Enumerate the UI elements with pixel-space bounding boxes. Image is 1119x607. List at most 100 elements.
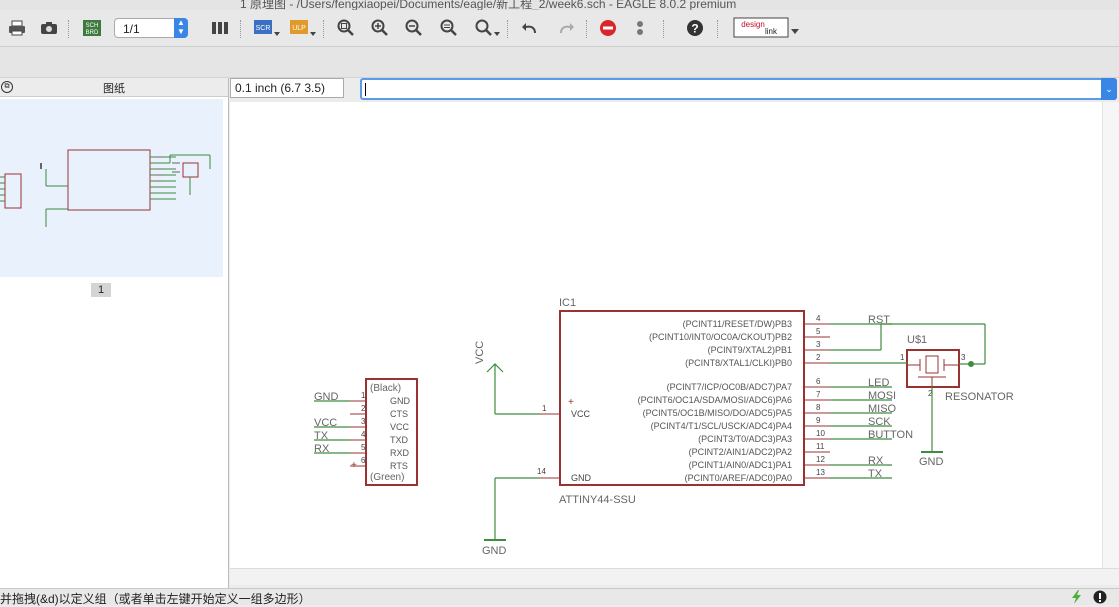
sheet-selector[interactable]: 1/1 ▲▼ (114, 18, 188, 38)
ftdi-connector-body[interactable] (365, 378, 418, 486)
svg-text:ULP: ULP (292, 25, 306, 32)
zoom-fit-icon[interactable] (334, 17, 358, 39)
stop-icon[interactable] (596, 17, 620, 39)
zoom-select-icon[interactable] (474, 17, 502, 39)
ftdi-pin-number: 1 (361, 391, 366, 400)
resonator-name: U$1 (907, 334, 927, 346)
camera-icon[interactable] (37, 17, 61, 39)
svg-text:design: design (741, 20, 765, 29)
ftdi-pin-number: 4 (361, 430, 366, 439)
ic1-pin-number: 11 (816, 442, 825, 451)
sheets-panel-title: 图纸 (103, 83, 125, 95)
sheet-stepper-icon[interactable]: ▲▼ (174, 18, 188, 38)
command-history-dropdown-icon[interactable]: ⌄ (1101, 78, 1117, 100)
net-label: BUTTON (868, 429, 913, 441)
svg-text:SCR: SCR (256, 25, 271, 32)
ic1-pin-name: (PCINT9/XTAL2)PB1 (708, 345, 792, 355)
zoom-out-icon[interactable] (402, 17, 426, 39)
sheets-panel: ⧉ 图纸 (0, 78, 229, 588)
ic1-pin-name: (PCINT3/T0/ADC3)PA3 (698, 434, 792, 444)
vcc-supply-label: VCC (474, 341, 486, 364)
ic1-pin-14-number: 14 (537, 467, 546, 476)
ic1-pin-number: 9 (816, 416, 821, 425)
zoom-in-icon[interactable] (368, 17, 392, 39)
lightning-icon[interactable] (1070, 590, 1084, 604)
ic1-value: ATTINY44-SSU (559, 494, 636, 506)
ic1-pin-1-name: VCC (571, 409, 591, 419)
net-label: VCC (314, 417, 337, 429)
toolbar-separator (507, 20, 509, 38)
net-label: MISO (868, 403, 897, 415)
net-label: MOSI (868, 390, 896, 402)
ftdi-pin-name: RTS (390, 461, 408, 471)
command-input[interactable]: ⌄ (360, 78, 1117, 100)
horizontal-scrollbar[interactable] (230, 568, 1119, 585)
ic1-pin-name: (PCINT8/XTAL1/CLKI)PB0 (685, 358, 792, 368)
net-label: RX (868, 455, 884, 467)
status-message: 并拖拽(&d)以定义组（或者单击左键开始定义一组多边形） (0, 592, 311, 606)
sheet-page-number[interactable]: 1 (91, 283, 111, 297)
net-label: TX (868, 468, 883, 480)
coordinate-display: 0.1 inch (6.7 3.5) (230, 78, 344, 98)
resonator-pin-3: 3 (961, 353, 966, 362)
ftdi-top-label: (Black) (370, 383, 401, 394)
ftdi-pin-number: 3 (361, 417, 366, 426)
resonator-value: RESONATOR (945, 391, 1014, 403)
ic1-pin-number: 2 (816, 353, 821, 362)
gnd-supply-label-resonator: GND (919, 456, 944, 468)
ic1-pin-14-name: GND (571, 473, 592, 483)
status-bar: 并拖拽(&d)以定义组（或者单击左键开始定义一组多边形） (0, 588, 1119, 606)
sheet-value: 1/1 (123, 22, 140, 36)
resonator-body[interactable] (906, 349, 960, 388)
help-icon[interactable]: ? (683, 17, 707, 39)
window-titlebar: 1 原理图 - /Users/fengxiaopei/Documents/eag… (0, 0, 1119, 10)
ic1-pin-1-number: 1 (542, 404, 547, 413)
ftdi-pin-name: GND (390, 396, 411, 406)
svg-text:?: ? (691, 22, 698, 36)
undo-icon[interactable] (518, 17, 542, 39)
toolbar-separator (68, 20, 70, 38)
ic1-body[interactable] (559, 310, 805, 486)
print-icon[interactable] (5, 17, 29, 39)
window-title: 1 原理图 - /Users/fengxiaopei/Documents/eag… (240, 0, 737, 10)
ftdi-pin-name: RXD (390, 448, 410, 458)
ftdi-bottom-label: (Green) (370, 472, 404, 483)
toolbar-separator (663, 20, 665, 38)
ic1-pin-name: (PCINT10/INT0/OC0A/CKOUT)PB2 (649, 332, 792, 342)
ic1-pin-number: 4 (816, 314, 821, 323)
ic1-origin-cross: + (568, 397, 574, 408)
ic1-pin-name: (PCINT2/AIN1/ADC2)PA2 (689, 447, 792, 457)
command-row (0, 47, 1119, 78)
vertical-scrollbar[interactable] (1102, 102, 1119, 568)
layer-settings-icon[interactable] (208, 17, 232, 39)
text-caret (365, 83, 366, 96)
ic1-pin-number: 13 (816, 468, 825, 477)
script-button[interactable]: SCR (253, 17, 281, 39)
toolbar-separator (323, 20, 325, 38)
ic1-name: IC1 (559, 297, 576, 309)
svg-text:link: link (765, 27, 778, 36)
redo-icon[interactable] (554, 17, 578, 39)
net-label: SCK (868, 416, 891, 428)
info-icon[interactable] (1093, 590, 1107, 604)
ic1-pin-name: (PCINT1/AIN0/ADC1)PA1 (689, 460, 792, 470)
zoom-redraw-icon[interactable] (437, 17, 461, 39)
net-label: TX (314, 430, 329, 442)
ulp-button[interactable]: ULP (289, 17, 317, 39)
ic1-pin-name: (PCINT11/RESET/DW)PB3 (683, 319, 792, 329)
ic1-pin-number: 10 (816, 429, 825, 438)
net-label: RST (868, 314, 890, 326)
ic1-pin-name: (PCINT6/OC1A/SDA/MOSI/ADC6)PA6 (638, 395, 792, 405)
ic1-pin-number: 8 (816, 403, 821, 412)
sheet-thumbnail[interactable] (0, 99, 223, 277)
go-icon[interactable] (628, 17, 652, 39)
panel-toggle-icon[interactable]: ⧉ (1, 81, 13, 93)
resonator-pin-1: 1 (900, 353, 905, 362)
ic1-pin-name: (PCINT0/AREF/ADC0)PA0 (685, 473, 792, 483)
